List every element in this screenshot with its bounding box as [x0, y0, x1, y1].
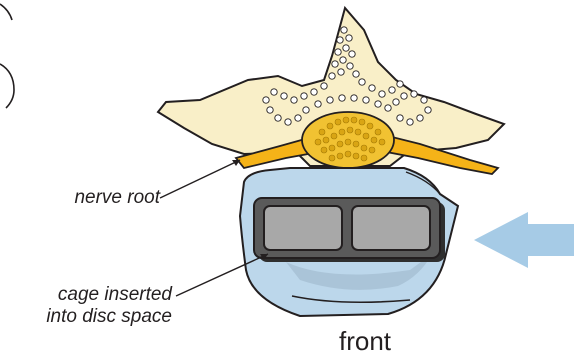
arrow-left-icon: [474, 212, 574, 268]
cage-label: cage inserted into disc space: [0, 284, 172, 328]
front-label: front: [330, 326, 400, 356]
cage-label-line2: into disc space: [0, 306, 172, 328]
cage-implant: [254, 198, 445, 262]
edge-curve-top: [0, 4, 12, 20]
cage-label-line1: cage inserted: [0, 284, 172, 306]
edge-curve-mid: [0, 64, 14, 108]
nerve-root-label: nerve root: [0, 187, 160, 209]
nerve-root-leader: [160, 160, 240, 198]
